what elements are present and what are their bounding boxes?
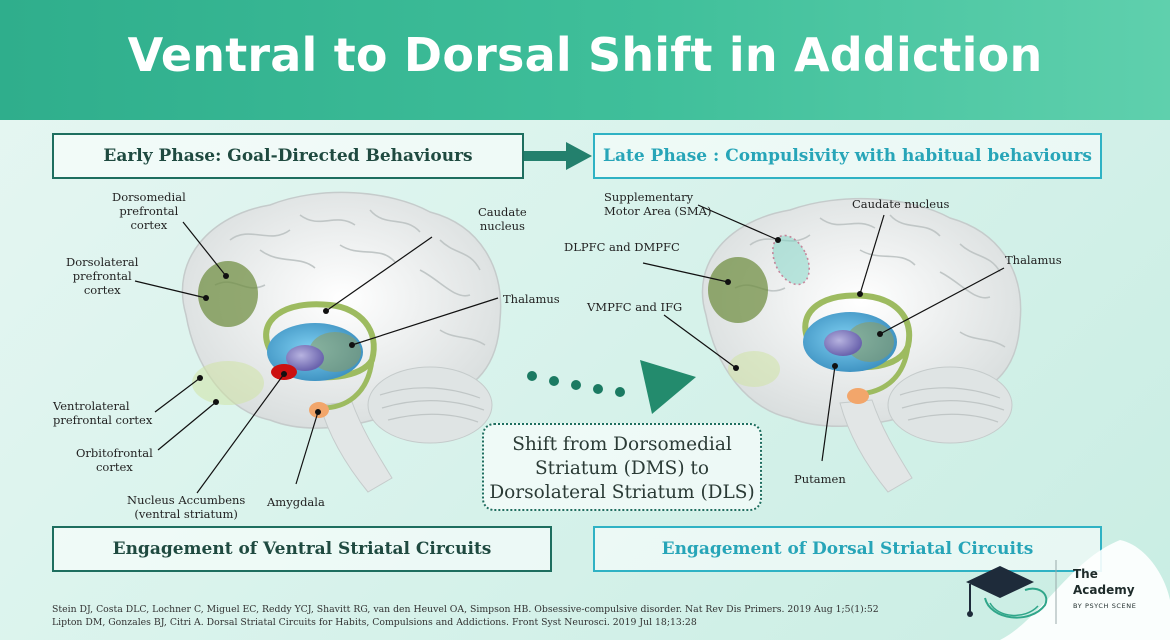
references: Stein DJ, Costa DLC, Lochner C, Miguel E… — [52, 604, 879, 629]
dorsal-engagement-label: Engagement of Dorsal Striatal Circuits — [661, 539, 1034, 559]
label-line: Ventrolateral — [53, 399, 130, 413]
label-dlpfc-dmpfc: DLPFC and DMPFC — [564, 240, 680, 254]
shift-line-2: Striatum (DMS) to — [534, 458, 709, 479]
label-line: prefrontal cortex — [53, 413, 153, 427]
label-line: prefrontal — [72, 269, 132, 283]
label-thalamus-right: Thalamus — [1005, 253, 1062, 267]
header-banner — [0, 0, 1170, 120]
label-orbitofrontal-cortex: Orbitofrontal cortex — [76, 446, 153, 474]
shift-box: Shift from Dorsomedial Striatum (DMS) to… — [482, 423, 762, 511]
label-line: Dorsomedial — [112, 190, 186, 204]
label-line: nucleus — [479, 219, 525, 233]
early-phase-label: Early Phase: Goal-Directed Behaviours — [103, 146, 473, 166]
label-line: Orbitofrontal — [76, 446, 153, 460]
right-brain — [701, 197, 1022, 493]
late-phase-label: Late Phase : Compulsivity with habitual … — [603, 146, 1092, 166]
label-caudate-nucleus-right: Caudate nucleus — [852, 197, 950, 211]
label-ventrolateral-pfc: Ventrolateral prefrontal cortex — [53, 399, 152, 427]
phase-arrow — [524, 142, 592, 170]
left-brain — [181, 191, 502, 493]
left-leader-lines — [134, 221, 499, 494]
label-line: cortex — [83, 283, 121, 297]
label-amygdala: Amygdala — [267, 495, 325, 509]
right-leader-dots — [725, 237, 883, 371]
label-sma: Supplementary Motor Area (SMA) — [604, 190, 711, 218]
shift-line-3: Dorsolateral Striatum (DLS) — [489, 482, 755, 503]
label-line: prefrontal — [119, 204, 179, 218]
label-thalamus-left: Thalamus — [503, 292, 560, 306]
ventral-engagement-label: Engagement of Ventral Striatal Circuits — [112, 539, 492, 559]
reference-2: Lipton DM, Gonzales BJ, Citri A. Dorsal … — [52, 616, 697, 628]
label-line: Dorsolateral — [66, 255, 139, 269]
label-line: Nucleus Accumbens — [127, 493, 246, 507]
label-caudate-nucleus-left: Caudate nucleus — [478, 205, 527, 233]
logo-line-3: BY PSYCH SCENE — [1073, 602, 1137, 610]
early-phase-box: Early Phase: Goal-Directed Behaviours — [52, 133, 524, 179]
label-line: (ventral striatum) — [134, 507, 238, 521]
label-vmpfc-ifg: VMPFC and IFG — [587, 300, 683, 314]
academy-logo-icon — [966, 540, 1170, 640]
left-leader-dots — [197, 273, 355, 415]
label-line: Motor Area (SMA) — [604, 204, 712, 218]
label-dorsolateral-pfc: Dorsolateral prefrontal cortex — [66, 255, 138, 297]
ventral-engagement-box: Engagement of Ventral Striatal Circuits — [52, 526, 552, 572]
label-line: Supplementary — [604, 190, 694, 204]
label-dorsomedial-pfc: Dorsomedial prefrontal cortex — [112, 190, 186, 232]
logo-line-1: The — [1073, 567, 1098, 581]
dorsal-engagement-box: Engagement of Dorsal Striatal Circuits — [593, 526, 1102, 572]
right-leader-lines — [642, 204, 1005, 462]
shift-line-1: Shift from Dorsomedial — [512, 434, 732, 455]
logo-line-2: Academy — [1073, 583, 1135, 597]
label-line: cortex — [130, 218, 168, 232]
label-nucleus-accumbens: Nucleus Accumbens (ventral striatum) — [127, 493, 245, 521]
label-line: cortex — [95, 460, 133, 474]
label-line: Caudate — [478, 205, 527, 219]
label-putamen: Putamen — [794, 472, 846, 486]
late-phase-box: Late Phase : Compulsivity with habitual … — [593, 133, 1102, 179]
reference-1: Stein DJ, Costa DLC, Lochner C, Miguel E… — [52, 604, 879, 615]
page-title: Ventral to Dorsal Shift in Addiction — [127, 28, 1043, 82]
shift-dotted-arrow — [527, 360, 696, 414]
